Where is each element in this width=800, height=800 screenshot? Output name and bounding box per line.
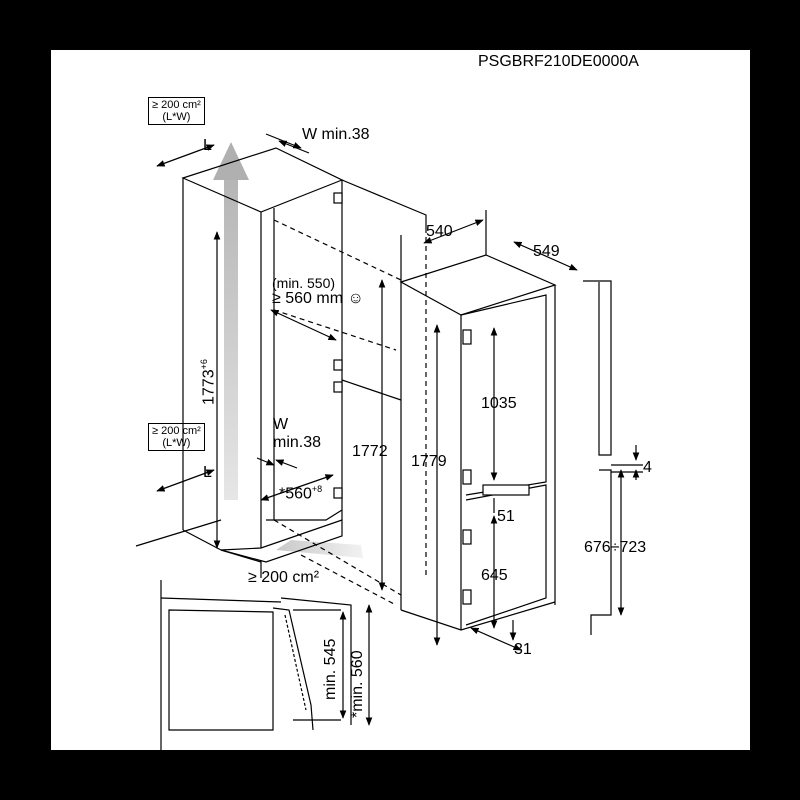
cabinet-width-label: *560+8 xyxy=(279,480,322,503)
model-code: PSGBRF210DE0000A xyxy=(478,53,639,70)
drawing-sheet: PSGBRF210DE0000A ≥ 200 cm² (L*W) ≥ 200 c… xyxy=(51,50,750,750)
door-gap: 4 xyxy=(643,459,652,476)
vent-top-dims: (L*W) xyxy=(162,111,191,123)
niche-height-tol: +6 xyxy=(199,359,209,370)
section-outer-depth: *min. 560 xyxy=(349,650,366,718)
depth-min: (min. 550) xyxy=(272,275,336,291)
freezer-height: 645 xyxy=(481,567,508,584)
vent-bottom-box: ≥ 200 cm² (L*W) xyxy=(148,423,205,451)
appliance-width: 540 xyxy=(426,223,453,240)
niche-height-label: 1773+6 xyxy=(195,359,218,405)
section-inner-depth: min. 545 xyxy=(322,638,339,700)
cabinet-top-W: W min.38 xyxy=(302,126,370,143)
fridge-height: 1035 xyxy=(481,395,517,412)
compartment-gap: 51 xyxy=(497,508,515,525)
cabinet-width-tol: +8 xyxy=(311,484,323,494)
airflow-arrow-in xyxy=(276,540,363,558)
cabinet-width: *560 xyxy=(279,485,312,503)
depth-recommended: ≥ 560 mm ☺ xyxy=(272,290,364,307)
cabinet-bottom-L: L xyxy=(203,464,212,481)
appliance-height-total: 1772 xyxy=(352,443,388,460)
floor-vent-area: ≥ 200 cm² xyxy=(248,569,320,586)
appliance-depth: 549 xyxy=(533,243,560,260)
cabinet-top xyxy=(181,147,344,213)
appliance-top xyxy=(399,254,557,316)
door-range: 676÷723 xyxy=(584,539,647,556)
vent-top-box: ≥ 200 cm² (L*W) xyxy=(148,97,205,125)
cabinet-top-L: L xyxy=(203,137,212,154)
appliance-height-body: 1779 xyxy=(411,453,447,470)
installation-drawing xyxy=(135,133,643,750)
base-height: 31 xyxy=(514,641,532,658)
vent-bottom-dims: (L*W) xyxy=(162,437,191,449)
cabinet-bottom-W-value: min.38 xyxy=(273,434,322,451)
airflow-arrow-up xyxy=(213,142,249,500)
vent-bottom-area: ≥ 200 cm² xyxy=(152,425,201,437)
niche-height: 1773 xyxy=(200,369,218,405)
cabinet-bottom-W-letter: W xyxy=(273,416,289,433)
vent-top-area: ≥ 200 cm² xyxy=(152,99,201,111)
